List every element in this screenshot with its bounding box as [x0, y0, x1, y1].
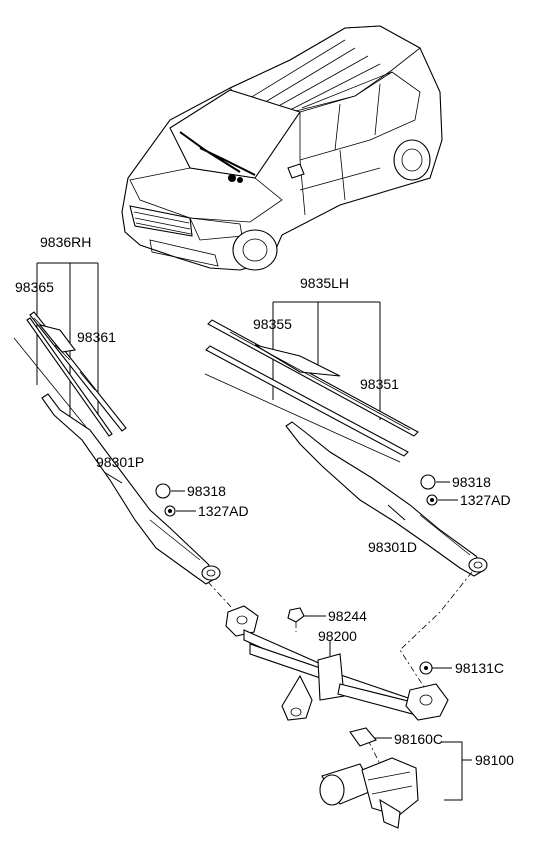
leader-lines	[103, 471, 472, 801]
label-98244: 98244	[328, 608, 367, 624]
lh-wiper-blade-assembly	[204, 301, 419, 463]
label-98365: 98365	[15, 279, 54, 295]
small-parts-right	[420, 474, 458, 506]
label-98301d: 98301D	[368, 539, 418, 555]
wiper-motor	[319, 757, 419, 829]
label-98301p: 98301P	[96, 454, 145, 470]
label-98361: 98361	[77, 329, 116, 345]
vehicle-illustration	[121, 25, 443, 271]
label-98160c: 98160C	[394, 731, 444, 747]
label-9835lh: 9835LH	[300, 275, 350, 291]
label-98318-left: 98318	[187, 483, 226, 499]
rh-wiper-blade-assembly	[13, 262, 127, 439]
small-parts-left	[155, 483, 196, 517]
label-1327ad-left: 1327AD	[198, 503, 249, 519]
label-1327ad-right: 1327AD	[460, 492, 511, 508]
label-98355: 98355	[253, 316, 292, 332]
bolt-98131c	[419, 661, 452, 675]
label-98100: 98100	[475, 752, 514, 768]
label-98131c: 98131C	[455, 660, 505, 676]
label-98318-right: 98318	[452, 474, 491, 490]
label-98200: 98200	[318, 628, 357, 644]
lh-wiper-arm	[285, 421, 488, 577]
bracket-98160c	[349, 727, 392, 747]
label-9836rh: 9836RH	[40, 234, 92, 250]
rh-wiper-arm	[41, 393, 221, 585]
label-98351: 98351	[360, 376, 399, 392]
nut-98244	[287, 607, 326, 623]
wiper-linkage	[225, 605, 449, 721]
dashed-leader-lines	[207, 571, 473, 773]
